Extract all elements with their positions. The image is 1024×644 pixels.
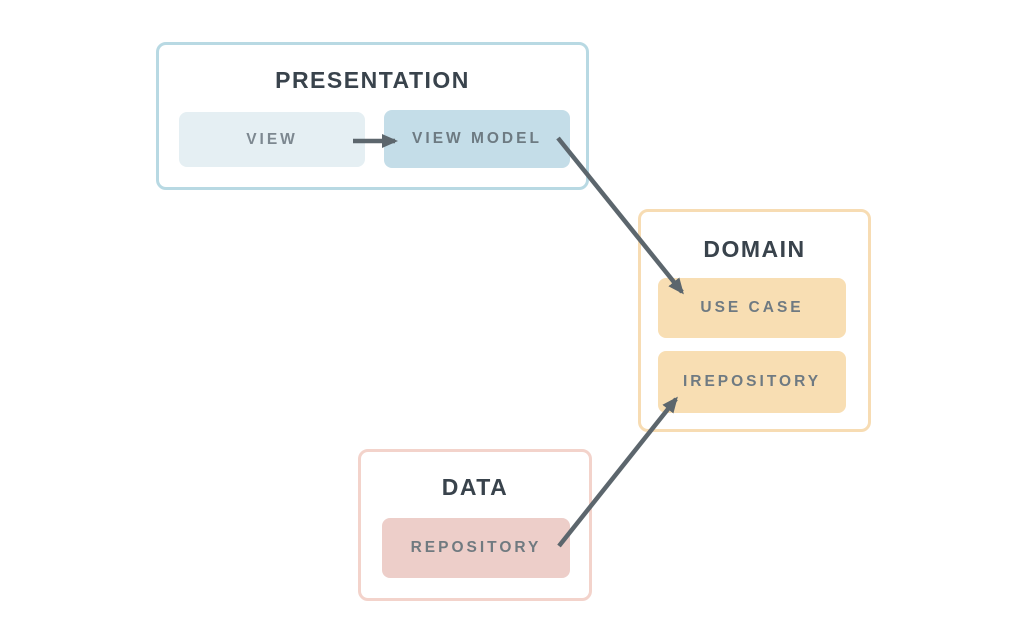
presentation-layer-title: PRESENTATION bbox=[275, 67, 470, 93]
irepository-node: IREPOSITORY bbox=[658, 351, 846, 413]
repository-node: REPOSITORY bbox=[382, 518, 570, 578]
view-node: VIEW bbox=[179, 112, 365, 167]
view-model-node-label: VIEW MODEL bbox=[412, 130, 542, 147]
data-layer-title: DATA bbox=[441, 474, 509, 500]
use-case-node-label: USE CASE bbox=[700, 299, 804, 316]
use-case-node: USE CASE bbox=[658, 278, 846, 338]
view-model-node: VIEW MODEL bbox=[384, 110, 570, 168]
data-layer-box: DATA REPOSITORY bbox=[358, 449, 592, 601]
presentation-layer-box: PRESENTATION VIEW VIEW MODEL bbox=[156, 42, 589, 190]
repository-node-label: REPOSITORY bbox=[410, 539, 542, 556]
domain-layer-title: DOMAIN bbox=[703, 236, 806, 262]
domain-layer-box: DOMAIN USE CASE IREPOSITORY bbox=[638, 209, 871, 432]
view-node-label: VIEW bbox=[246, 130, 298, 148]
irepository-node-label: IREPOSITORY bbox=[682, 373, 822, 390]
